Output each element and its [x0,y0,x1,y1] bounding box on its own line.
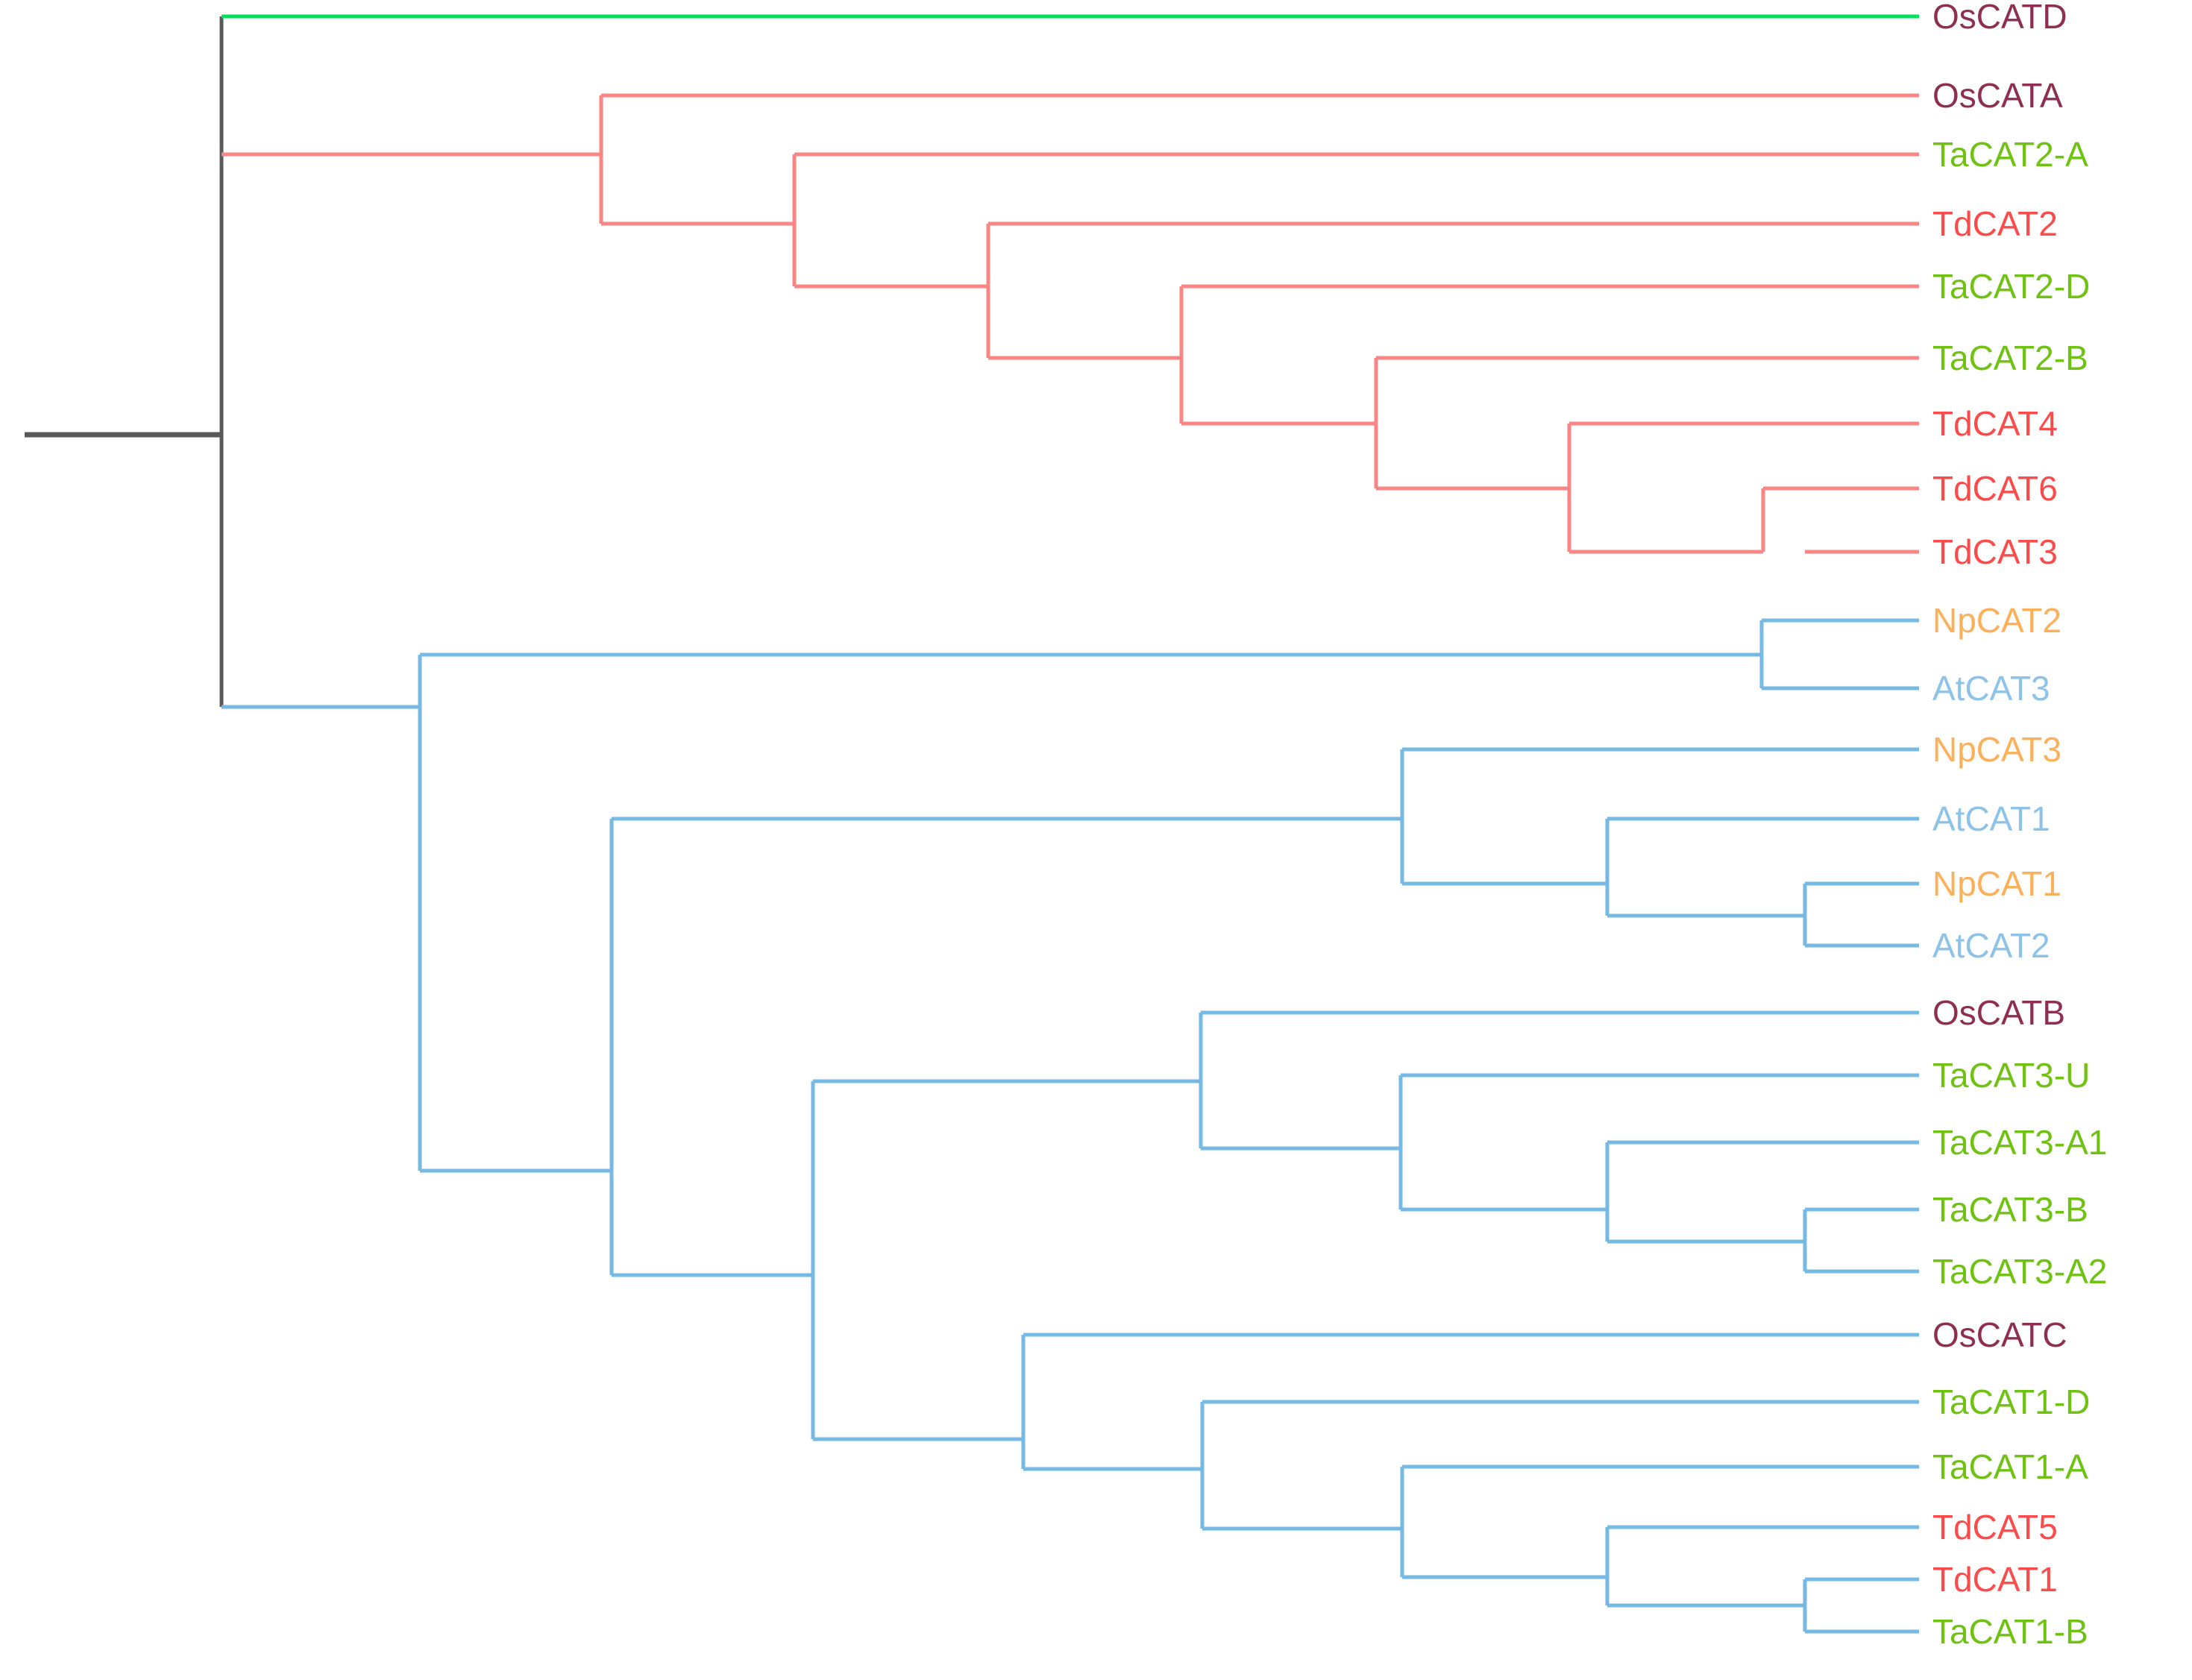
tip-label-atcat3: AtCAT3 [1932,669,2050,708]
tip-label-oscatd: OsCATD [1932,0,2067,36]
tip-label-npcat3: NpCAT3 [1932,730,2061,769]
tip-label-tacat1-b: TaCAT1-B [1932,1612,2088,1651]
tip-label-tacat2-d: TaCAT2-D [1932,267,2091,306]
tip-label-npcat2: NpCAT2 [1932,601,2061,640]
tip-label-npcat1: NpCAT1 [1932,864,2061,903]
tip-label-atcat1: AtCAT1 [1932,799,2050,838]
tip-label-tdcat1: TdCAT1 [1932,1560,2058,1599]
tip-label-tdcat3: TdCAT3 [1932,532,2058,571]
tip-label-oscatb: OsCATB [1932,993,2066,1032]
tip-label-oscatc: OsCATC [1932,1315,2067,1354]
tip-label-tacat2-a: TaCAT2-A [1932,135,2088,174]
tip-label-tdcat2: TdCAT2 [1932,204,2058,243]
tip-label-tacat1-a: TaCAT1-A [1932,1447,2088,1486]
tip-label-tdcat4: TdCAT4 [1932,404,2058,443]
tip-label-tacat2-b: TaCAT2-B [1932,339,2088,377]
tip-label-tacat1-d: TaCAT1-D [1932,1382,2091,1421]
tip-label-tdcat6: TdCAT6 [1932,469,2058,508]
tip-label-atcat2: AtCAT2 [1932,926,2050,965]
tip-label-tacat3-b: TaCAT3-B [1932,1190,2088,1229]
tip-label-tdcat5: TdCAT5 [1932,1508,2058,1547]
tip-label-oscata: OsCATA [1932,76,2063,115]
tip-label-tacat3-u: TaCAT3-U [1932,1056,2091,1095]
tip-label-tacat3-a1: TaCAT3-A1 [1932,1123,2108,1162]
tip-label-tacat3-a2: TaCAT3-A2 [1932,1252,2108,1291]
